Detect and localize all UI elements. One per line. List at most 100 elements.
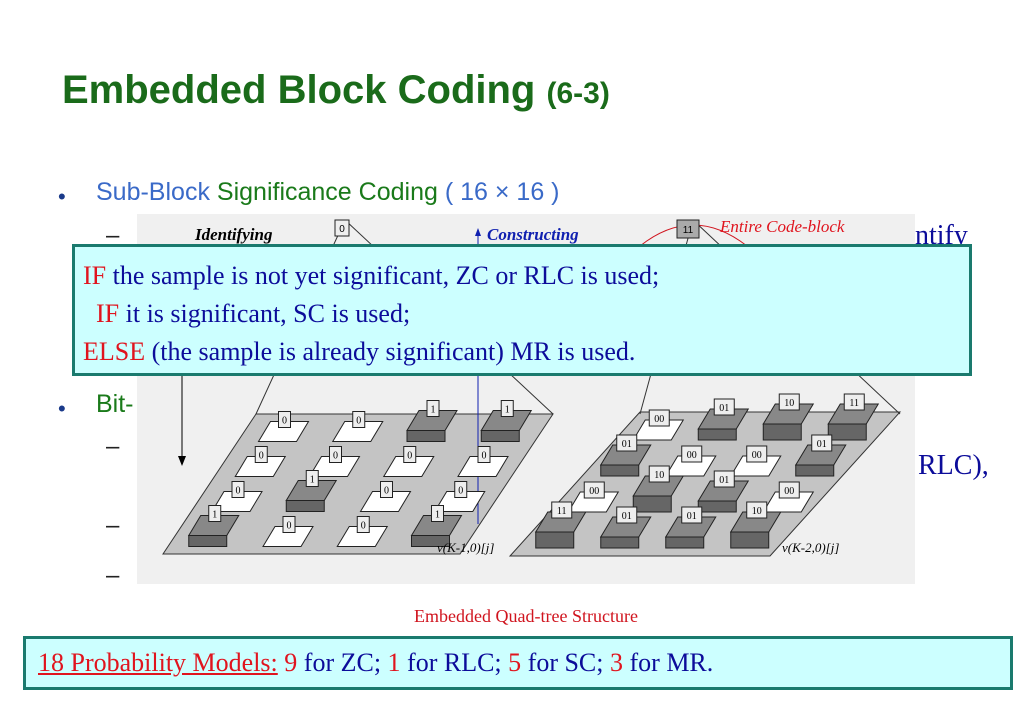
left-plane-block [336, 526, 389, 547]
left-plane-block [382, 456, 435, 477]
right-plane-block [599, 516, 652, 538]
rule-line-1: the sample is not yet significant, ZC or… [106, 261, 660, 290]
probability-models-box: 18 Probability Models: 9 for ZC; 1 for R… [23, 636, 1013, 690]
right-plane-block-side [730, 531, 770, 549]
right-plane-block-side [600, 464, 640, 477]
left-plane-block-side [480, 430, 520, 442]
left-plane-block-value: 0 [356, 416, 361, 427]
left-plane-block-value: 0 [384, 486, 389, 497]
right-plane-block-tag [843, 393, 865, 411]
slide-title: Embedded Block Coding (6-3) [62, 68, 610, 113]
right-plane-block-side [665, 536, 705, 549]
right-plane-block [664, 455, 717, 477]
left-plane-block-tag [282, 516, 296, 533]
left-plane-block-tag [352, 411, 366, 428]
left-plane-block-value: 0 [259, 451, 264, 462]
left-plane-block [457, 456, 509, 477]
left-plane-block-tag [403, 446, 417, 463]
rlc-label: for RLC; [400, 648, 509, 677]
label-left-plane: v(K-1,0)[j] [437, 540, 494, 555]
figure-caption: Embedded Quad-tree Structure [414, 606, 638, 626]
left-plane-block-value: 0 [333, 451, 338, 462]
right-plane-block-tag [778, 481, 800, 499]
left-plane-block [285, 480, 338, 501]
right-plane-block-value: 01 [687, 511, 697, 522]
right-plane-block-side [827, 423, 867, 441]
right-plane-block-value: 01 [622, 511, 632, 522]
right-plane-block-value: 01 [622, 439, 632, 450]
dash: – [106, 433, 120, 460]
right-plane-block-side [762, 423, 802, 441]
left-plane-block [187, 515, 240, 536]
left-plane-block-value: 0 [287, 521, 292, 532]
mr-count: 3 [610, 648, 623, 677]
left-plane-block-value: 1 [310, 475, 315, 486]
bullet-dot: • [58, 396, 66, 421]
title-suffix: (6-3) [546, 77, 610, 110]
right-plane-block-side [632, 495, 672, 513]
coding-rule-box: IF the sample is not yet significant, ZC… [72, 244, 972, 376]
dash: – [106, 562, 120, 589]
right-plane-block-value: 00 [589, 486, 599, 497]
keyword-else: ELSE [83, 337, 146, 366]
rule-line-2: it is significant, SC is used; [119, 299, 411, 328]
title-text: Embedded Block Coding [62, 68, 536, 112]
right-plane-block-side [535, 531, 575, 549]
bullet-bit: Bit- [96, 390, 134, 418]
left-plane-block [480, 410, 533, 431]
bullet-sub-block: Sub-Block Significance Coding ( 16 × 16 … [96, 178, 560, 207]
left-plane-block [331, 421, 384, 442]
left-plane-block-value: 0 [361, 521, 366, 532]
right-plane-block [762, 403, 815, 425]
right-plane-block-tag [616, 434, 638, 452]
bullet1-part1: Sub-Block [96, 178, 210, 206]
right-plane-block-tag [811, 434, 833, 452]
right-plane-block-value: 01 [719, 475, 729, 486]
left-plane-block-tag [278, 411, 291, 428]
right-plane-block-tag [681, 506, 703, 524]
right-plane [508, 411, 902, 557]
left-plane-block-side [406, 430, 446, 442]
right-plane-block-value: 01 [719, 403, 729, 414]
right-plane-block-value: 11 [849, 398, 859, 409]
top-node-right [676, 219, 700, 239]
keyword-if: IF [83, 261, 107, 290]
right-plane-block-tag [648, 465, 670, 483]
right-plane-block [827, 403, 880, 425]
right-plane-block-tag [746, 501, 768, 519]
right-plane-block [729, 455, 782, 477]
right-plane-block-tag [681, 445, 703, 463]
bullet1-part2: Significance Coding [216, 178, 438, 206]
top-node-right-value: 11 [683, 225, 694, 236]
right-plane-block [599, 444, 652, 466]
rule-line-3: (the sample is already significant) MR i… [145, 337, 636, 366]
label-right-plane: v(K-2,0)[j] [782, 540, 839, 555]
sc-count: 5 [508, 648, 522, 677]
right-plane-block [632, 475, 685, 497]
label-constructing: Constructing [487, 225, 579, 244]
left-plane-block-value: 1 [435, 510, 440, 521]
label-entire-code-block: Entire Code-block [719, 217, 845, 236]
left-plane-block-tag [454, 481, 468, 498]
left-plane-block-tag [356, 516, 370, 533]
right-plane-block-value: 11 [557, 506, 567, 517]
right-plane-block-value: 10 [784, 398, 794, 409]
left-plane-block-value: 0 [407, 451, 412, 462]
arrow-head-icon [178, 456, 186, 466]
right-plane-block-side [600, 536, 640, 549]
arrow-head-icon [475, 228, 481, 236]
left-plane-block [433, 491, 486, 512]
mr-label: for MR. [623, 648, 714, 677]
left-plane-block-tag [380, 481, 393, 498]
right-plane-block-tag [713, 470, 735, 488]
right-plane-block [697, 480, 750, 502]
left-plane-block [406, 410, 458, 431]
left-plane-block [262, 526, 314, 547]
right-plane-block [567, 491, 620, 513]
right-plane-block-tag [778, 393, 800, 411]
right-plane-block-tag [583, 481, 605, 499]
right-plane-block-side [697, 500, 737, 513]
right-plane-block-value: 01 [817, 439, 827, 450]
right-plane-block-side [795, 464, 835, 477]
dash: – [106, 222, 120, 249]
